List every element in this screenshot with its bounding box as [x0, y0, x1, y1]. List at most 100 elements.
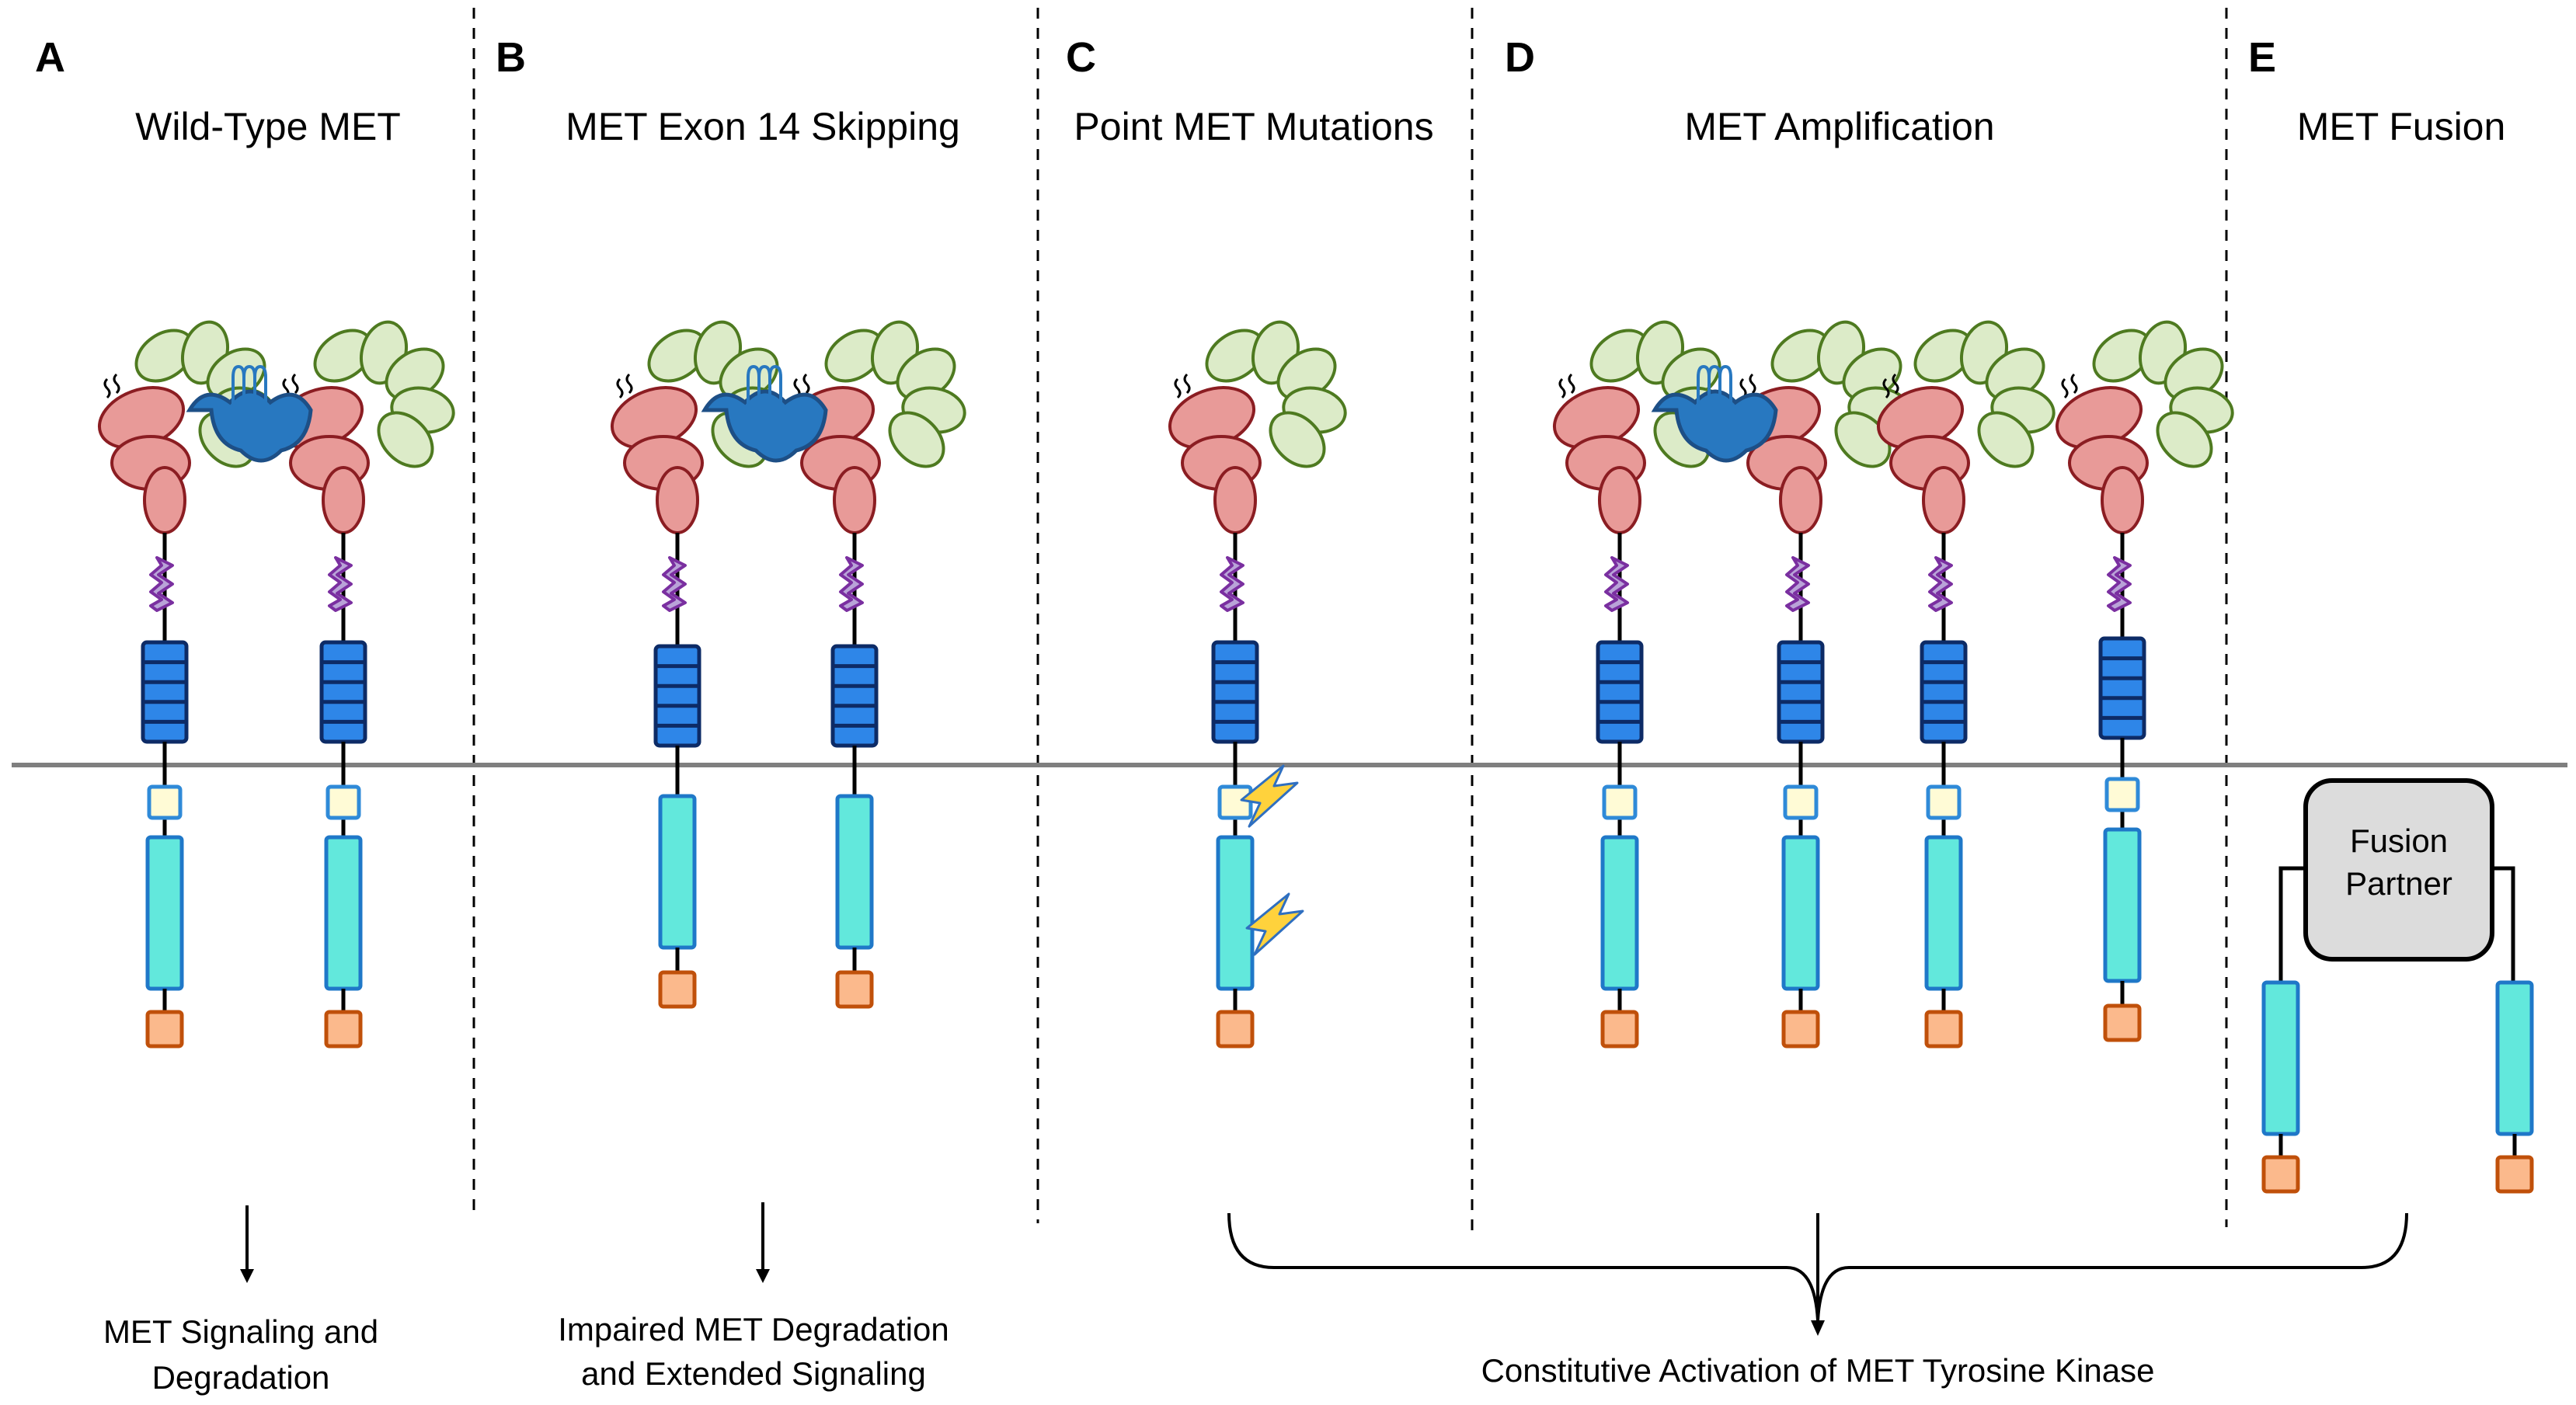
- hgf-loop: [253, 364, 267, 409]
- hgf-body: [1651, 389, 1778, 463]
- ipt-domains: [319, 640, 367, 744]
- hgf-loop: [1718, 364, 1732, 409]
- ipt-domain-box: [319, 640, 367, 744]
- sema-green-lobes: [313, 320, 455, 468]
- kinase-domain: [1600, 835, 1639, 991]
- disulfide-bond-icon: [2061, 377, 2069, 399]
- ipt-domains: [1596, 640, 1644, 744]
- disulfide-bond-icon: [616, 377, 624, 399]
- ipt-domain-box: [1596, 640, 1644, 744]
- c-terminal-tail: [835, 970, 874, 1009]
- psi-domain: [2107, 556, 2132, 612]
- outcome-brace: [1227, 1212, 2408, 1336]
- psi-domain: [1785, 556, 1810, 612]
- ipt-domains: [830, 644, 879, 748]
- panel-title-a: Wild-Type MET: [135, 105, 401, 148]
- juxtamembrane-domain: [1926, 784, 1962, 820]
- disulfide-bond-icon: [1568, 373, 1575, 395]
- psi-domain: [328, 556, 353, 612]
- ipt-domain-box: [1920, 640, 1968, 744]
- green-lobe: [888, 411, 945, 468]
- sema-red-lobes: [1552, 373, 1646, 534]
- juxtamembrane-domain: [2104, 777, 2140, 812]
- outcome-arrow-a: [240, 1205, 254, 1283]
- hgf-body: [186, 389, 313, 463]
- hgf-body: [701, 389, 828, 463]
- panel-letter-c: C: [1066, 34, 1096, 81]
- kinase-domain: [2495, 980, 2534, 1136]
- sema-green-lobes: [1770, 320, 1913, 468]
- outcome-b-line1: Impaired MET Degradation: [558, 1311, 949, 1348]
- c-terminal-tail: [1924, 1010, 1963, 1049]
- hgf-ligand-icon: [701, 364, 828, 463]
- point-mutation-receptor: [1168, 320, 1347, 1049]
- kinase-domain: [145, 835, 184, 991]
- sema-red-lobes: [2055, 373, 2149, 534]
- psi-domain: [662, 556, 687, 612]
- disulfide-bond-icon: [802, 373, 810, 395]
- arrow-head: [756, 1269, 770, 1283]
- wildtype-receptor-right: [276, 320, 455, 1049]
- outcome-a-line2: Degradation: [152, 1359, 330, 1396]
- red-lobe: [1922, 466, 1965, 534]
- mutation-lightning-icon: [1245, 892, 1304, 956]
- ipt-domains: [2098, 636, 2146, 740]
- exon14-receptor-right: [787, 320, 966, 1009]
- sema-red-lobes: [1168, 373, 1262, 534]
- disulfide-bond-icon: [1183, 373, 1191, 395]
- juxtamembrane-domain: [325, 784, 361, 820]
- brace-arrow-head: [1811, 1320, 1825, 1336]
- c-terminal-tail: [2495, 1155, 2534, 1194]
- panel-letter-b: B: [496, 34, 526, 81]
- juxtamembrane-domain: [1217, 784, 1253, 820]
- panel-title-e: MET Fusion: [2297, 105, 2506, 148]
- sema-green-lobes: [824, 320, 966, 468]
- juxtamembrane-domain: [1783, 784, 1819, 820]
- sema-red-lobes: [1876, 373, 1970, 534]
- disulfide-bond-icon: [291, 373, 299, 395]
- sema-red-lobes: [97, 373, 191, 534]
- fusion-partner-label-line2: Partner: [2345, 865, 2452, 902]
- c-terminal-tail: [1216, 1010, 1255, 1049]
- kinase-domain: [2103, 827, 2142, 983]
- c-terminal-tail: [324, 1010, 363, 1049]
- panel-title-c: Point MET Mutations: [1074, 105, 1433, 148]
- panel-separators: [472, 8, 2228, 1231]
- shared-outcome-label: Constitutive Activation of MET Tyrosine …: [1481, 1352, 2155, 1389]
- red-lobe: [833, 466, 876, 534]
- kinase-domain: [835, 794, 874, 950]
- c-terminal-tail: [2261, 1155, 2300, 1194]
- psi-domain: [1928, 556, 1953, 612]
- ipt-domains: [1211, 640, 1259, 744]
- disulfide-bond-icon: [1174, 377, 1182, 399]
- juxtamembrane-domain: [1602, 784, 1638, 820]
- ipt-domains: [653, 644, 701, 748]
- panel-letter-e: E: [2248, 34, 2276, 81]
- kinase-domain: [1216, 835, 1255, 991]
- c-terminal-tail: [1781, 1010, 1820, 1049]
- kinase-domain: [324, 835, 363, 991]
- outcome-b-line2: and Extended Signaling: [581, 1355, 926, 1392]
- mutation-lightning-icon: [1240, 764, 1299, 828]
- disulfide-bond-icon: [625, 373, 633, 395]
- disulfide-bond-icon: [113, 373, 120, 395]
- psi-domain: [1220, 556, 1244, 612]
- ipt-domain-box: [141, 640, 189, 744]
- kinase-domain: [1924, 835, 1963, 991]
- outcome-arrow-b: [756, 1202, 770, 1283]
- amplified-receptor-4: [2055, 320, 2234, 1042]
- kinase-domain: [658, 794, 697, 950]
- red-lobe: [1779, 466, 1822, 534]
- c-terminal-tail: [1600, 1010, 1639, 1049]
- fusion-connector-left: [2278, 866, 2306, 982]
- panel-title-b: MET Exon 14 Skipping: [566, 105, 960, 148]
- c-terminal-tail: [658, 970, 697, 1009]
- amplified-receptor-3: [1876, 320, 2056, 1049]
- ipt-domain-box: [653, 644, 701, 748]
- disulfide-bond-icon: [2070, 373, 2078, 395]
- red-lobe: [1598, 466, 1641, 534]
- sema-red-lobes: [610, 373, 704, 534]
- panel-letter-a: A: [35, 34, 65, 81]
- juxtamembrane-domain: [147, 784, 183, 820]
